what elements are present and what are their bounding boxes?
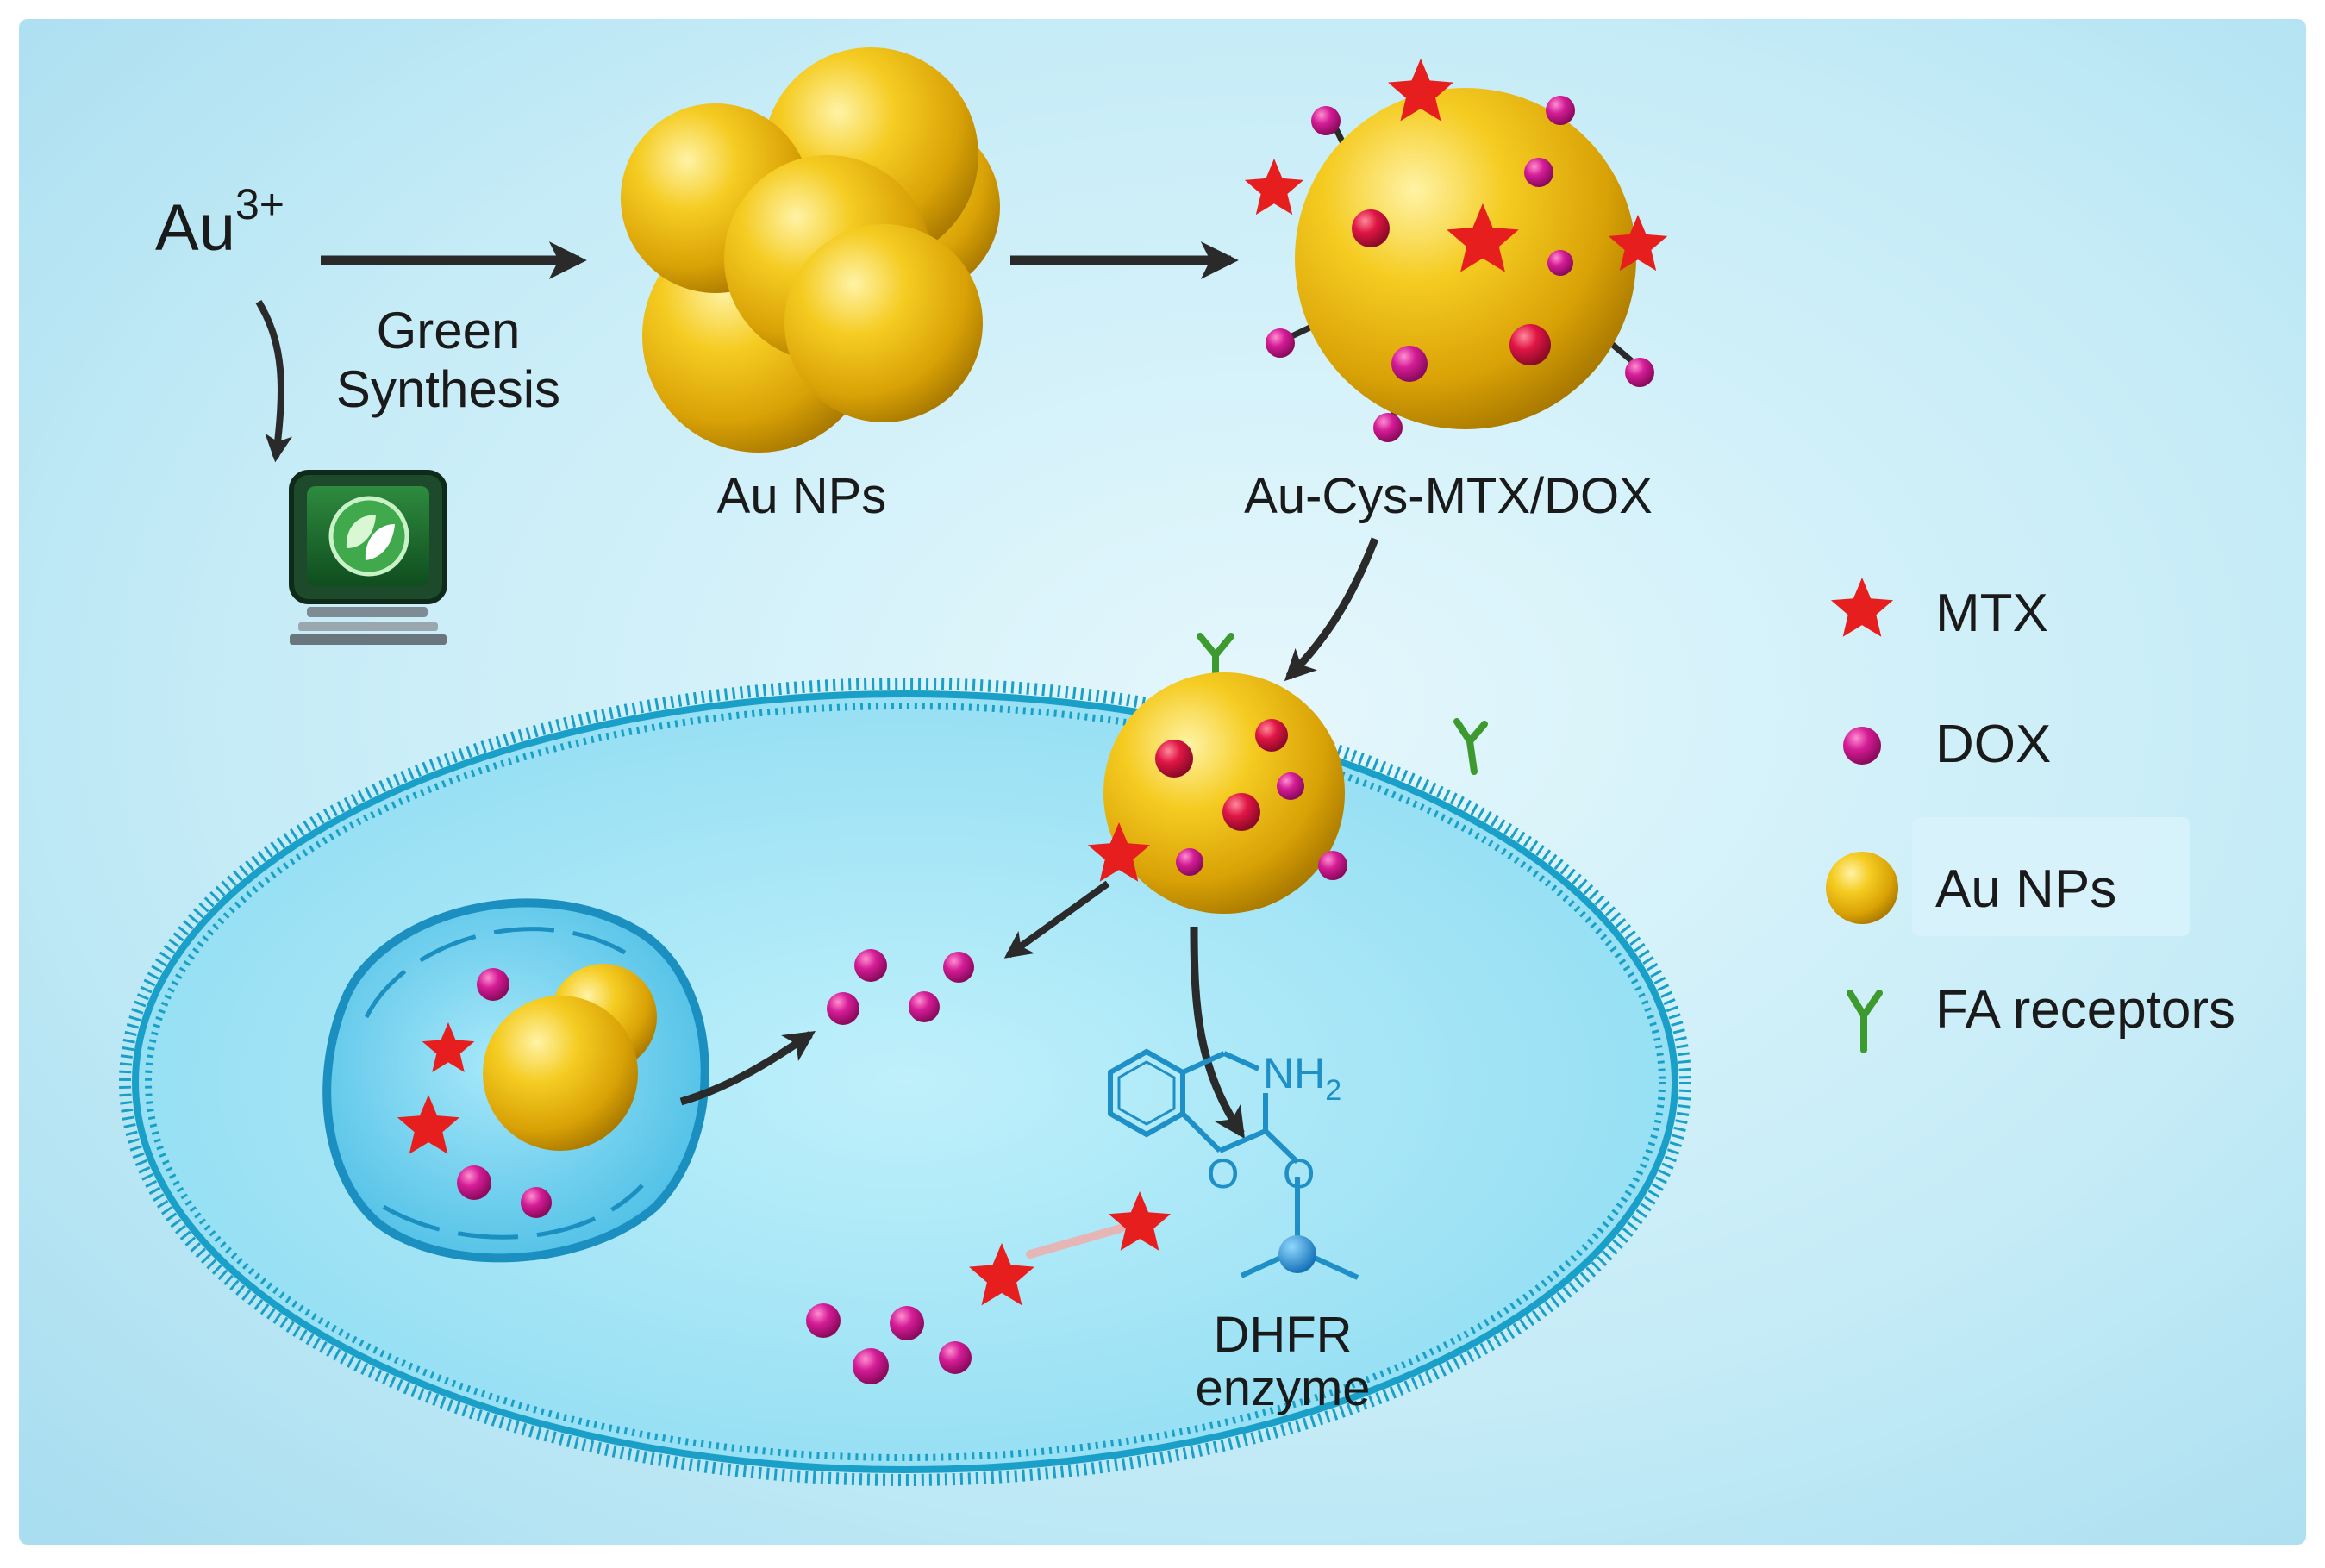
conjugate-label: Au-Cys-MTX/DOX	[1244, 468, 1653, 524]
enzyme-label-line2: enzyme	[1195, 1360, 1370, 1416]
legend-gold-sphere-icon	[1826, 852, 1898, 924]
legend-label-fa-receptors: FA receptors	[1935, 980, 2235, 1040]
legend-magenta-sphere-icon	[1843, 727, 1881, 765]
step-label-line2: Synthesis	[336, 360, 560, 418]
au-nps-label: Au NPs	[717, 468, 887, 524]
oxygen-left-label: O	[1207, 1152, 1239, 1197]
nucleus	[327, 903, 705, 1258]
dhfr-active-site	[1278, 1235, 1316, 1273]
step-label-line1: Green	[377, 302, 521, 359]
legend-label-au-nps: Au NPs	[1935, 859, 2116, 919]
legend-label-mtx: MTX	[1935, 584, 2048, 643]
legend-label-dox: DOX	[1935, 715, 2051, 774]
enzyme-label-line1: DHFR	[1213, 1307, 1352, 1363]
oxygen-right-label: O	[1283, 1152, 1315, 1197]
